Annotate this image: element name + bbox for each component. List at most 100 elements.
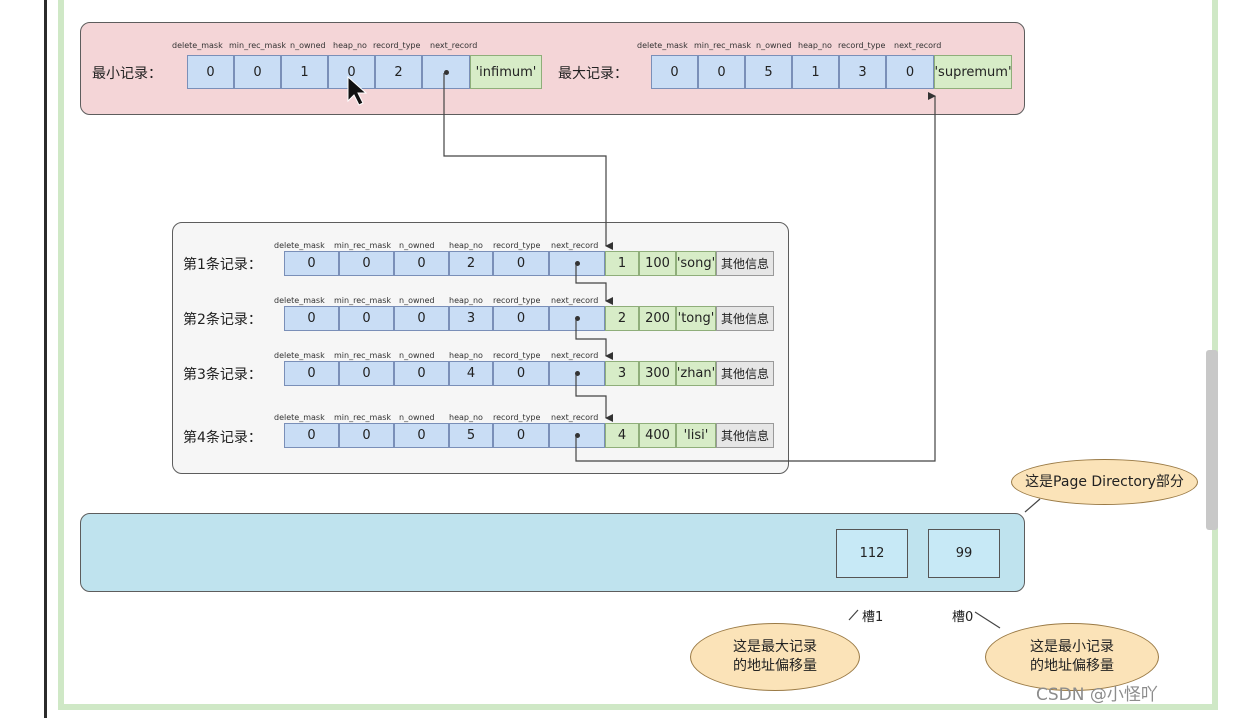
record-1-value-cell: 100	[639, 251, 676, 276]
record-3-value-cell: 300	[639, 361, 676, 386]
supremum-header-min-rec-mask: min_rec_mask	[694, 41, 752, 50]
infimum-n-owned-cell: 1	[281, 55, 328, 89]
record-4-value-cell: 400	[639, 423, 676, 448]
record-3-heap-no-cell: 4	[449, 361, 493, 386]
supremum-header-n-owned: n_owned	[756, 41, 792, 50]
record-2-heap-no-cell: 3	[449, 306, 493, 331]
record-2-header-min-rec-mask: min_rec_mask	[334, 296, 392, 305]
record-4-other-info-cell: 其他信息	[716, 423, 774, 448]
record-1-heap-no-cell: 2	[449, 251, 493, 276]
record-2-value-cell: 200	[639, 306, 676, 331]
supremum-record-type-cell: 3	[839, 55, 886, 89]
record-2-header-n-owned: n_owned	[399, 296, 435, 305]
slot-1-cell: 112	[836, 529, 908, 578]
record-1-header-min-rec-mask: min_rec_mask	[334, 241, 392, 250]
min-offset-callout-line-2: 的地址偏移量	[1030, 658, 1114, 674]
record-4-heap-no-cell: 5	[449, 423, 493, 448]
record-1-label: 第1条记录：	[183, 257, 262, 273]
record-4-id-cell: 4	[605, 423, 639, 448]
record-3-record-type-cell: 0	[493, 361, 549, 386]
supremum-header-heap-no: heap_no	[798, 41, 832, 50]
max-offset-callout: 这是最大记录 的地址偏移量	[690, 623, 860, 691]
record-2-header-record-type: record_type	[493, 296, 541, 305]
record-4-header-n-owned: n_owned	[399, 413, 435, 422]
record-3-other-info-cell: 其他信息	[716, 361, 774, 386]
record-4-name-cell: 'lisi'	[676, 423, 716, 448]
page-directory-callout-tail	[1024, 498, 1041, 513]
record-1-other-info-cell: 其他信息	[716, 251, 774, 276]
record-1-to-record-2-arrow	[575, 265, 613, 305]
pointer-dot-icon	[574, 371, 580, 376]
supremum-delete-mask-cell: 0	[651, 55, 698, 89]
pointer-dot-icon	[574, 433, 580, 438]
infimum-record-type-cell: 2	[375, 55, 422, 89]
record-4-header-next-record: next_record	[551, 413, 599, 422]
record-4-to-supremum-arrow	[575, 92, 936, 462]
scrollbar-thumb[interactable]	[1206, 350, 1218, 530]
infimum-name-cell: 'infimum'	[470, 55, 542, 89]
record-4-header-record-type: record_type	[493, 413, 541, 422]
record-3-header-delete-mask: delete_mask	[274, 351, 325, 360]
infimum-header-n-owned: n_owned	[290, 41, 326, 50]
slot-1-label: 槽1	[862, 610, 884, 625]
mouse-cursor-icon	[347, 75, 368, 106]
infimum-min-rec-mask-cell: 0	[234, 55, 281, 89]
record-2-delete-mask-cell: 0	[284, 306, 339, 331]
supremum-header-next-record: next_record	[894, 41, 942, 50]
record-2-next-record-cell	[549, 306, 605, 331]
record-4-label: 第4条记录：	[183, 430, 262, 446]
supremum-next-record-cell: 0	[886, 55, 934, 89]
infimum-delete-mask-cell: 0	[187, 55, 234, 89]
record-2-header-next-record: next_record	[551, 296, 599, 305]
record-3-label: 第3条记录：	[183, 367, 262, 383]
infimum-heap-no-cell: 0	[328, 55, 375, 89]
record-4-delete-mask-cell: 0	[284, 423, 339, 448]
infimum-header-heap-no: heap_no	[333, 41, 367, 50]
infimum-header-min-rec-mask: min_rec_mask	[229, 41, 287, 50]
record-3-min-rec-mask-cell: 0	[339, 361, 394, 386]
record-1-header-record-type: record_type	[493, 241, 541, 250]
supremum-n-owned-cell: 5	[745, 55, 792, 89]
record-4-next-record-cell	[549, 423, 605, 448]
record-3-next-record-cell	[549, 361, 605, 386]
record-1-delete-mask-cell: 0	[284, 251, 339, 276]
record-1-next-record-cell	[549, 251, 605, 276]
record-1-record-type-cell: 0	[493, 251, 549, 276]
supremum-heap-no-cell: 1	[792, 55, 839, 89]
page-directory-callout-text: 这是Page Directory部分	[1025, 473, 1184, 490]
record-4-min-rec-mask-cell: 0	[339, 423, 394, 448]
record-3-header-next-record: next_record	[551, 351, 599, 360]
record-3-header-min-rec-mask: min_rec_mask	[334, 351, 392, 360]
record-2-header-heap-no: heap_no	[449, 296, 483, 305]
record-1-header-delete-mask: delete_mask	[274, 241, 325, 250]
record-1-name-cell: 'song'	[676, 251, 716, 276]
page-directory-callout: 这是Page Directory部分	[1011, 459, 1198, 505]
watermark-text: CSDN @小怪吖	[1036, 685, 1158, 705]
record-3-delete-mask-cell: 0	[284, 361, 339, 386]
record-2-label: 第2条记录：	[183, 312, 262, 328]
record-4-header-heap-no: heap_no	[449, 413, 483, 422]
record-2-record-type-cell: 0	[493, 306, 549, 331]
slot-1-pointer-line	[848, 609, 859, 621]
record-2-other-info-cell: 其他信息	[716, 306, 774, 331]
supremum-min-rec-mask-cell: 0	[698, 55, 745, 89]
supremum-label: 最大记录：	[558, 66, 628, 82]
min-offset-callout: 这是最小记录 的地址偏移量	[985, 623, 1159, 691]
record-3-to-record-4-arrow	[575, 375, 613, 422]
record-4-header-delete-mask: delete_mask	[274, 413, 325, 422]
record-1-header-next-record: next_record	[551, 241, 599, 250]
supremum-header-record-type: record_type	[838, 41, 886, 50]
min-offset-callout-text: 这是最小记录 的地址偏移量	[1030, 638, 1114, 676]
record-1-header-n-owned: n_owned	[399, 241, 435, 250]
record-4-header-min-rec-mask: min_rec_mask	[334, 413, 392, 422]
record-2-id-cell: 2	[605, 306, 639, 331]
max-offset-callout-line-1: 这是最大记录	[733, 639, 817, 655]
record-3-header-n-owned: n_owned	[399, 351, 435, 360]
min-offset-callout-line-1: 这是最小记录	[1030, 639, 1114, 655]
infimum-header-record-type: record_type	[373, 41, 421, 50]
pointer-dot-icon	[574, 316, 580, 321]
record-3-n-owned-cell: 0	[394, 361, 449, 386]
slot-0-label: 槽0	[952, 610, 974, 625]
record-1-header-heap-no: heap_no	[449, 241, 483, 250]
